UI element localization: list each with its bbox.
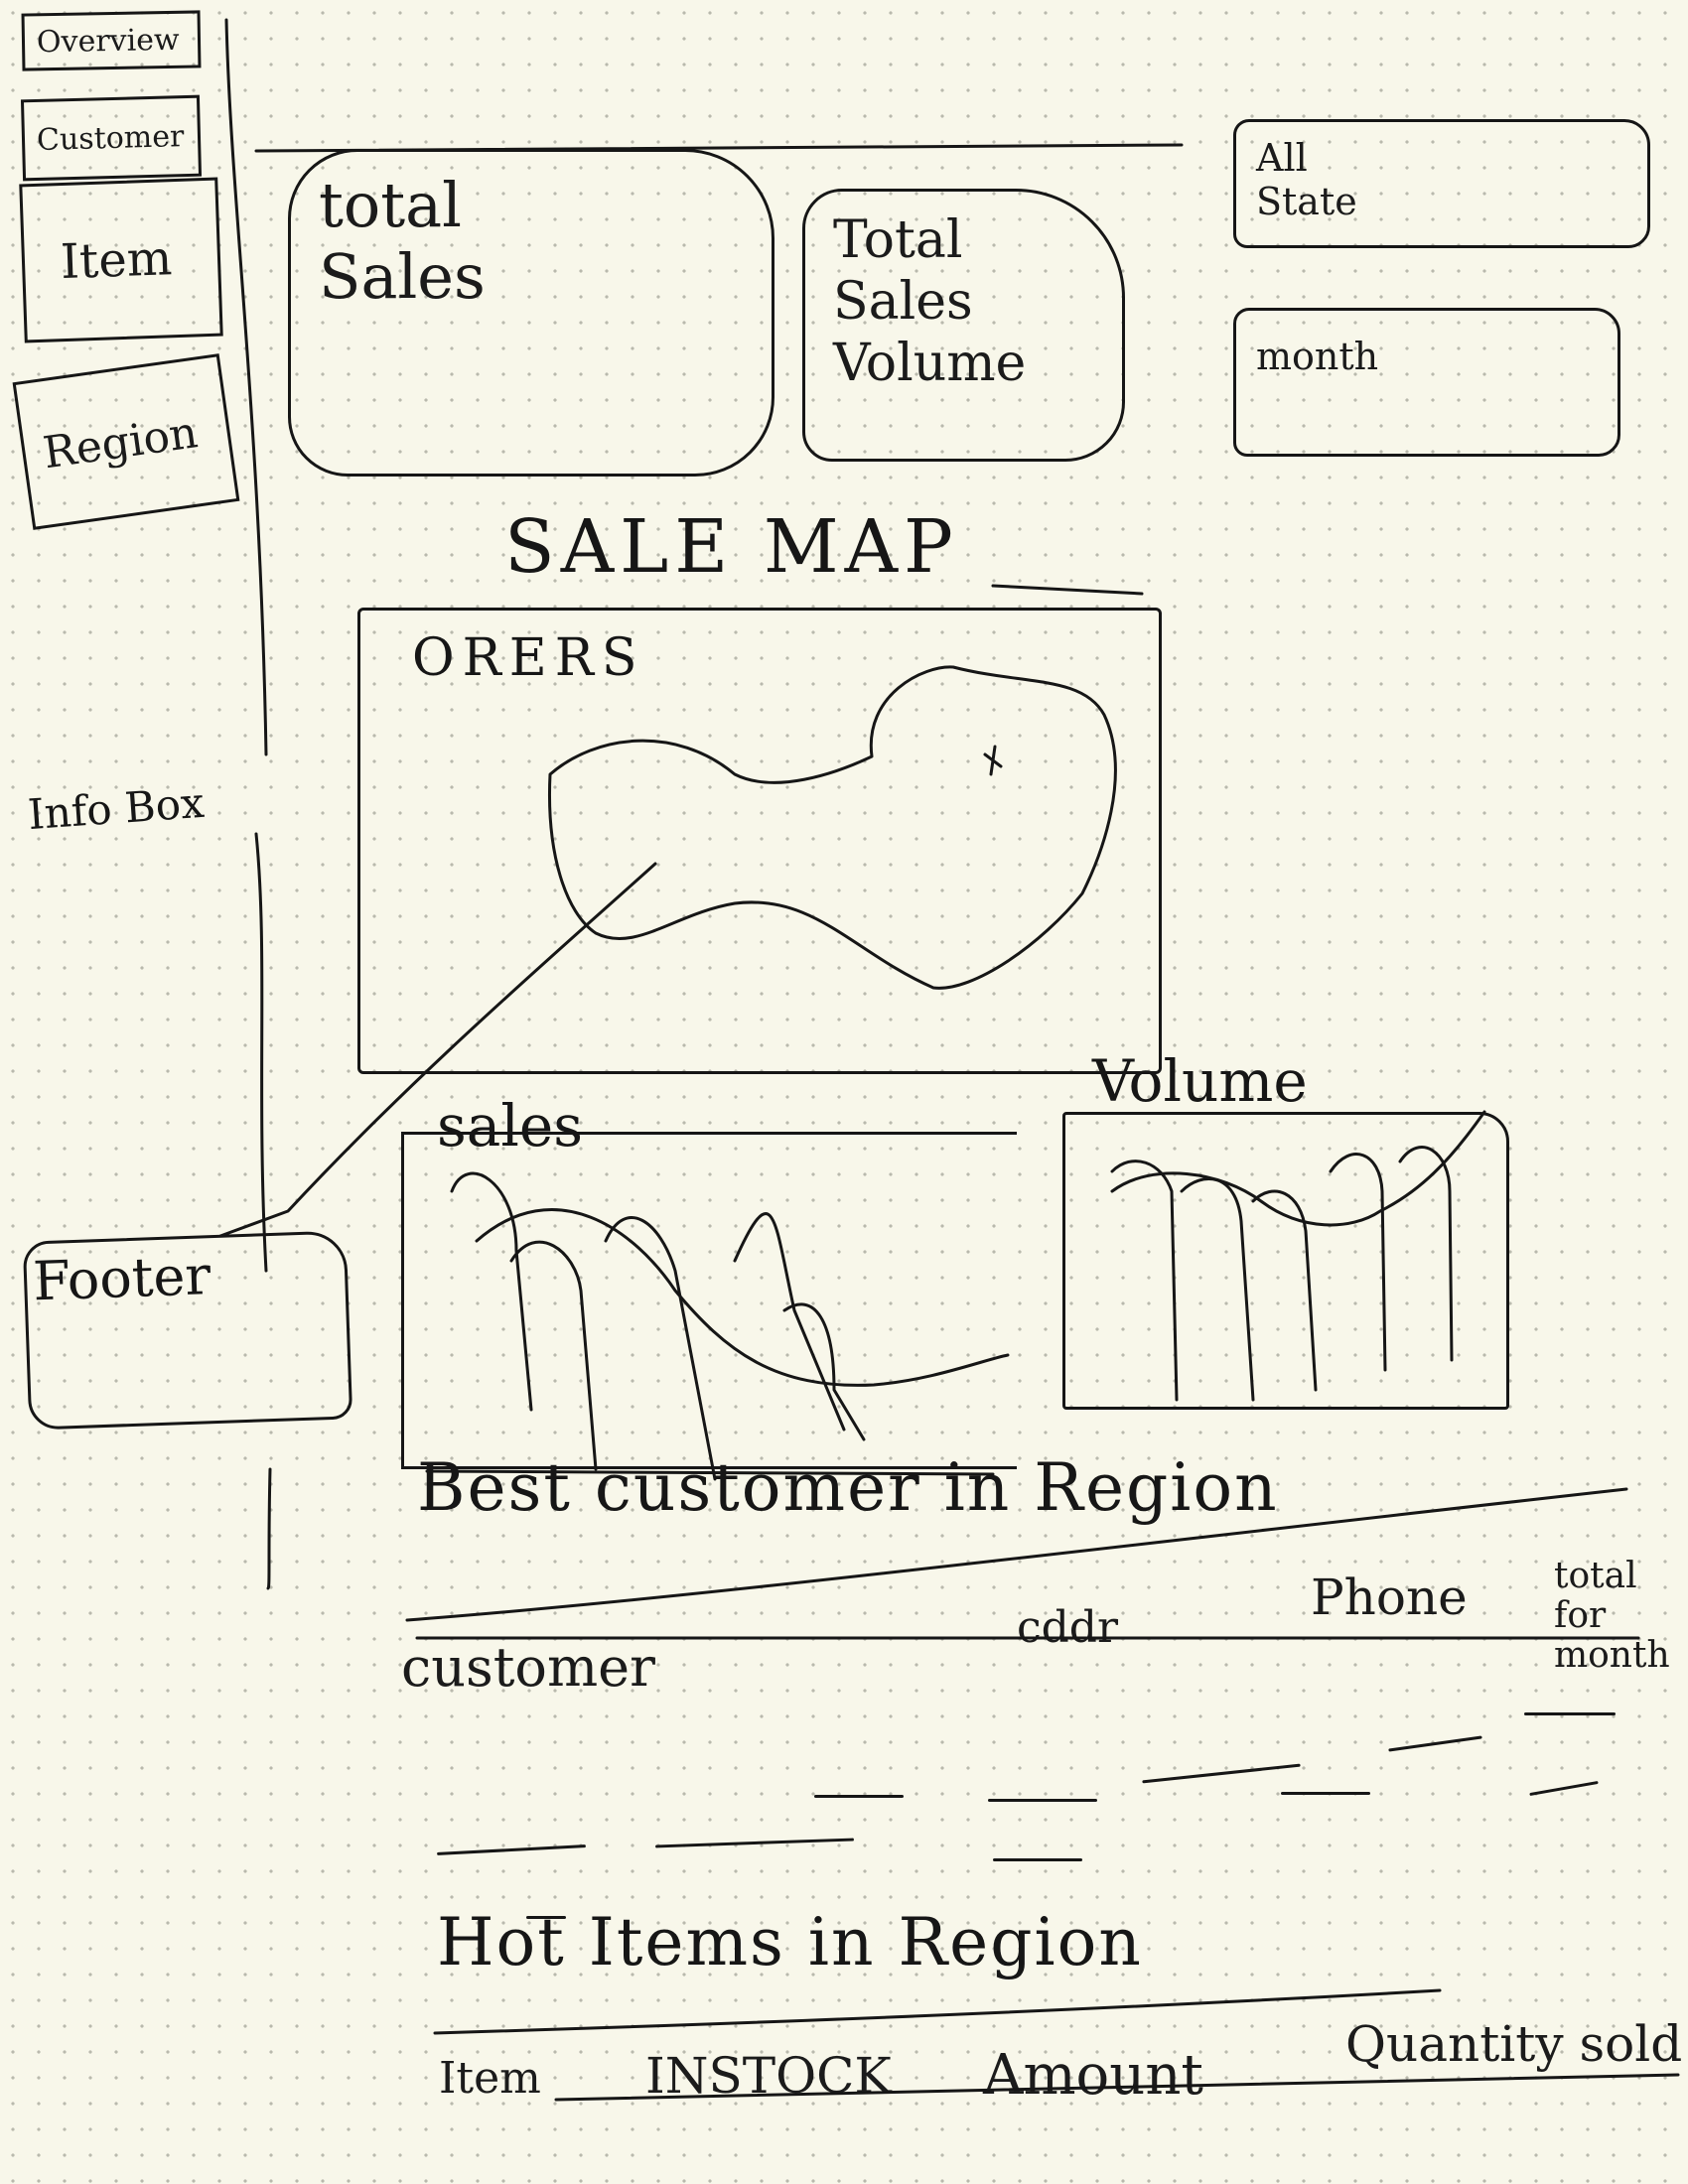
hot-items-underline: [433, 1988, 1442, 2035]
best-customers-underline: [405, 1487, 1628, 1622]
state-filter-dropdown[interactable]: All State: [1233, 119, 1650, 248]
column-header: Item: [439, 2053, 541, 2104]
column-header: customer: [401, 1636, 655, 1699]
volume-bar: [1180, 1177, 1255, 1402]
kpi-total-sales-volume: Total Sales Volume: [802, 189, 1125, 462]
column-header: Amount: [983, 2043, 1203, 2108]
sidebar-divider-lower: [254, 832, 268, 1273]
best-customers-title: Best customer in Region: [417, 1449, 1279, 1526]
map-connector-line: [218, 862, 657, 1238]
month-filter-dropdown[interactable]: month: [1233, 308, 1620, 457]
volume-bar: [1398, 1146, 1454, 1362]
month-filter-label: month: [1256, 335, 1379, 378]
volume-chart-panel: [1062, 1112, 1509, 1410]
sales-bar: [509, 1240, 598, 1471]
sales-bar: [450, 1171, 533, 1412]
map-marker-icon: [983, 745, 1003, 776]
sales-trend-line: [475, 1208, 1010, 1387]
sale-map-underline: [991, 584, 1144, 596]
sale-map-panel: ORERS: [357, 608, 1162, 1074]
region-map-shape: [548, 665, 1117, 990]
volume-trend-line: [1110, 1110, 1486, 1227]
sales-bar: [782, 1302, 866, 1441]
kpi-total-sales-volume-label: Total Sales Volume: [833, 210, 1027, 393]
map-panel-title: ORERS: [412, 628, 645, 688]
sale-map-title: SALE MAP: [504, 504, 959, 590]
sidebar-divider: [224, 18, 268, 756]
placeholder-row: [814, 1795, 904, 1798]
column-header: cddr: [1017, 1602, 1119, 1653]
sales-bar: [733, 1212, 846, 1432]
placeholder-row: [993, 1858, 1082, 1861]
sales-bar: [604, 1216, 717, 1481]
header-rule: [254, 143, 1184, 153]
kpi-total-sales: total Sales: [288, 149, 774, 477]
sidebar-divider-tail: [266, 1467, 272, 1590]
volume-chart-title: Volume: [1092, 1047, 1308, 1115]
placeholder-row: [1281, 1792, 1370, 1795]
placeholder-row: [1524, 1712, 1616, 1715]
sales-chart-panel: [401, 1132, 1017, 1469]
column-header: total for month: [1554, 1556, 1670, 1676]
sales-panel-baseline: [425, 1469, 995, 1476]
column-header: Phone: [1311, 1569, 1468, 1626]
volume-bar: [1110, 1160, 1179, 1402]
placeholder-row: [526, 1916, 566, 1919]
column-header: Quantity sold: [1345, 2015, 1683, 2073]
state-filter-label: All State: [1256, 136, 1357, 223]
kpi-total-sales-label: total Sales: [319, 169, 486, 313]
sales-chart-title: sales: [437, 1092, 583, 1160]
hot-items-header-rule: [554, 2073, 1680, 2102]
volume-bar: [1329, 1153, 1387, 1372]
placeholder-row: [988, 1799, 1097, 1802]
volume-bar: [1251, 1189, 1318, 1392]
